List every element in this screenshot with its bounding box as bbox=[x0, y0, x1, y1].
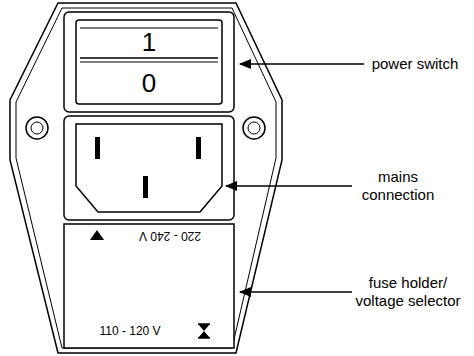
selector-mark bbox=[198, 337, 210, 339]
voltage-label: 220 - 240 V bbox=[139, 230, 201, 242]
switch-frame bbox=[64, 12, 234, 112]
rocker bbox=[76, 20, 222, 104]
switch-position: 1 bbox=[142, 29, 156, 55]
switch-position: 0 bbox=[142, 70, 156, 96]
callout-label: fuse holder/ voltage selector bbox=[346, 274, 470, 310]
leader-arrow bbox=[240, 291, 352, 293]
leader-arrow bbox=[240, 63, 364, 65]
selector-mark bbox=[198, 324, 210, 331]
voltage-label: 110 - 120 V bbox=[99, 325, 160, 337]
fuse-frame bbox=[64, 224, 234, 348]
selector-mark bbox=[198, 331, 210, 338]
rocker-line bbox=[80, 62, 218, 63]
fuse-holder: 220 - 240 V 110 - 120 V bbox=[64, 224, 234, 348]
mounting-hole bbox=[26, 117, 48, 139]
pin bbox=[143, 176, 148, 198]
inlet-frame bbox=[64, 116, 234, 220]
selector-mark bbox=[198, 323, 210, 325]
mounting-hole bbox=[243, 117, 265, 139]
pin bbox=[196, 137, 201, 159]
mounting-hole bbox=[248, 122, 260, 134]
mounting-hole bbox=[31, 122, 43, 134]
selector-mark bbox=[90, 230, 104, 240]
iec-inlet bbox=[76, 124, 222, 212]
power-switch: 10 bbox=[76, 20, 222, 104]
leader-arrow bbox=[226, 185, 352, 187]
callout-label: mains connection bbox=[353, 168, 443, 204]
callout-label: power switch bbox=[360, 55, 470, 73]
pin bbox=[95, 137, 100, 159]
housing-bevel bbox=[16, 8, 276, 348]
rocker-line bbox=[80, 57, 218, 59]
housing-outline bbox=[10, 3, 282, 353]
